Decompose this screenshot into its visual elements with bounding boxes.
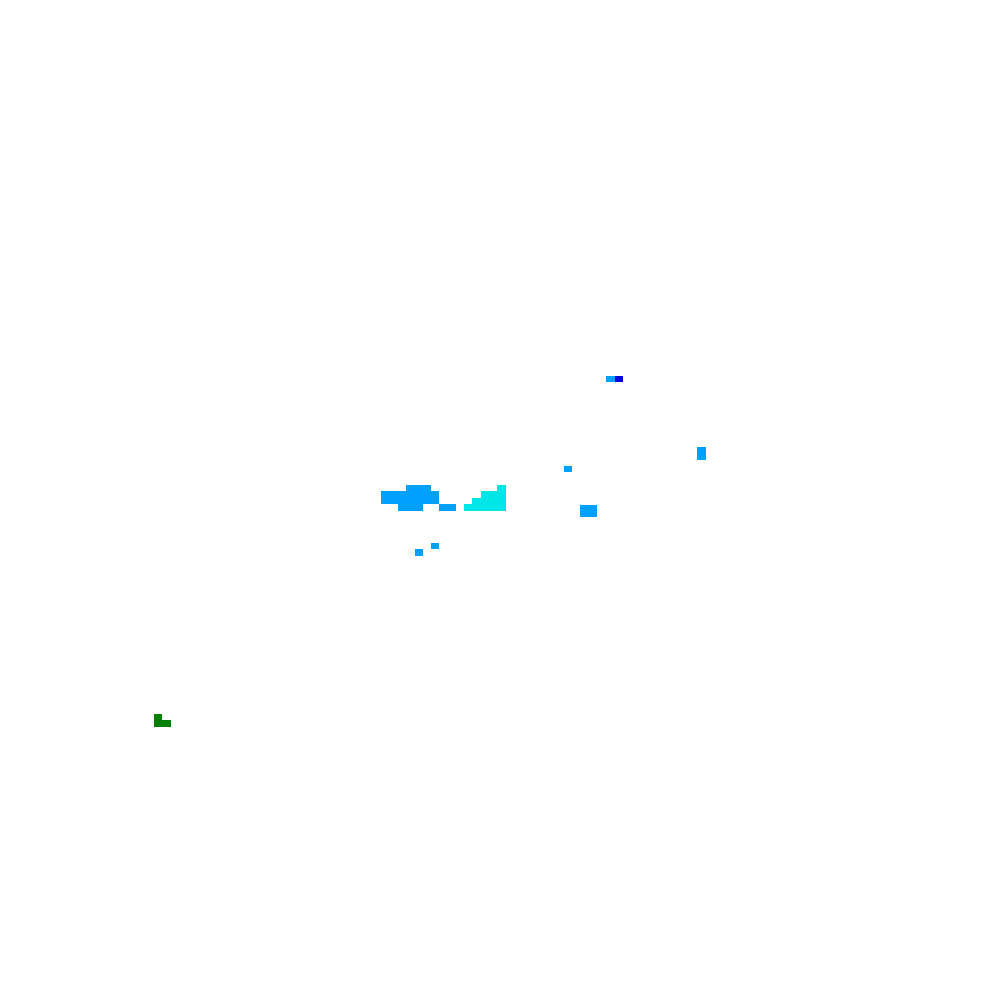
precip-cell [497, 485, 506, 491]
precip-cell [415, 549, 423, 556]
precip-cell [431, 543, 439, 549]
precip-cell [154, 714, 162, 727]
precip-cell [381, 491, 439, 497]
precip-cell [448, 504, 456, 511]
precip-cell [439, 504, 448, 511]
precip-cell [615, 376, 623, 382]
precip-cell [564, 466, 572, 472]
precip-cell [589, 505, 597, 511]
precip-cell [472, 498, 506, 504]
precip-cell [381, 497, 439, 504]
precip-cell [162, 720, 171, 727]
precip-cell [697, 447, 706, 460]
precip-cell [606, 376, 615, 382]
precip-cell [398, 504, 423, 511]
precip-cell [464, 504, 506, 511]
precip-cell [481, 491, 506, 498]
precip-cell [406, 485, 431, 491]
